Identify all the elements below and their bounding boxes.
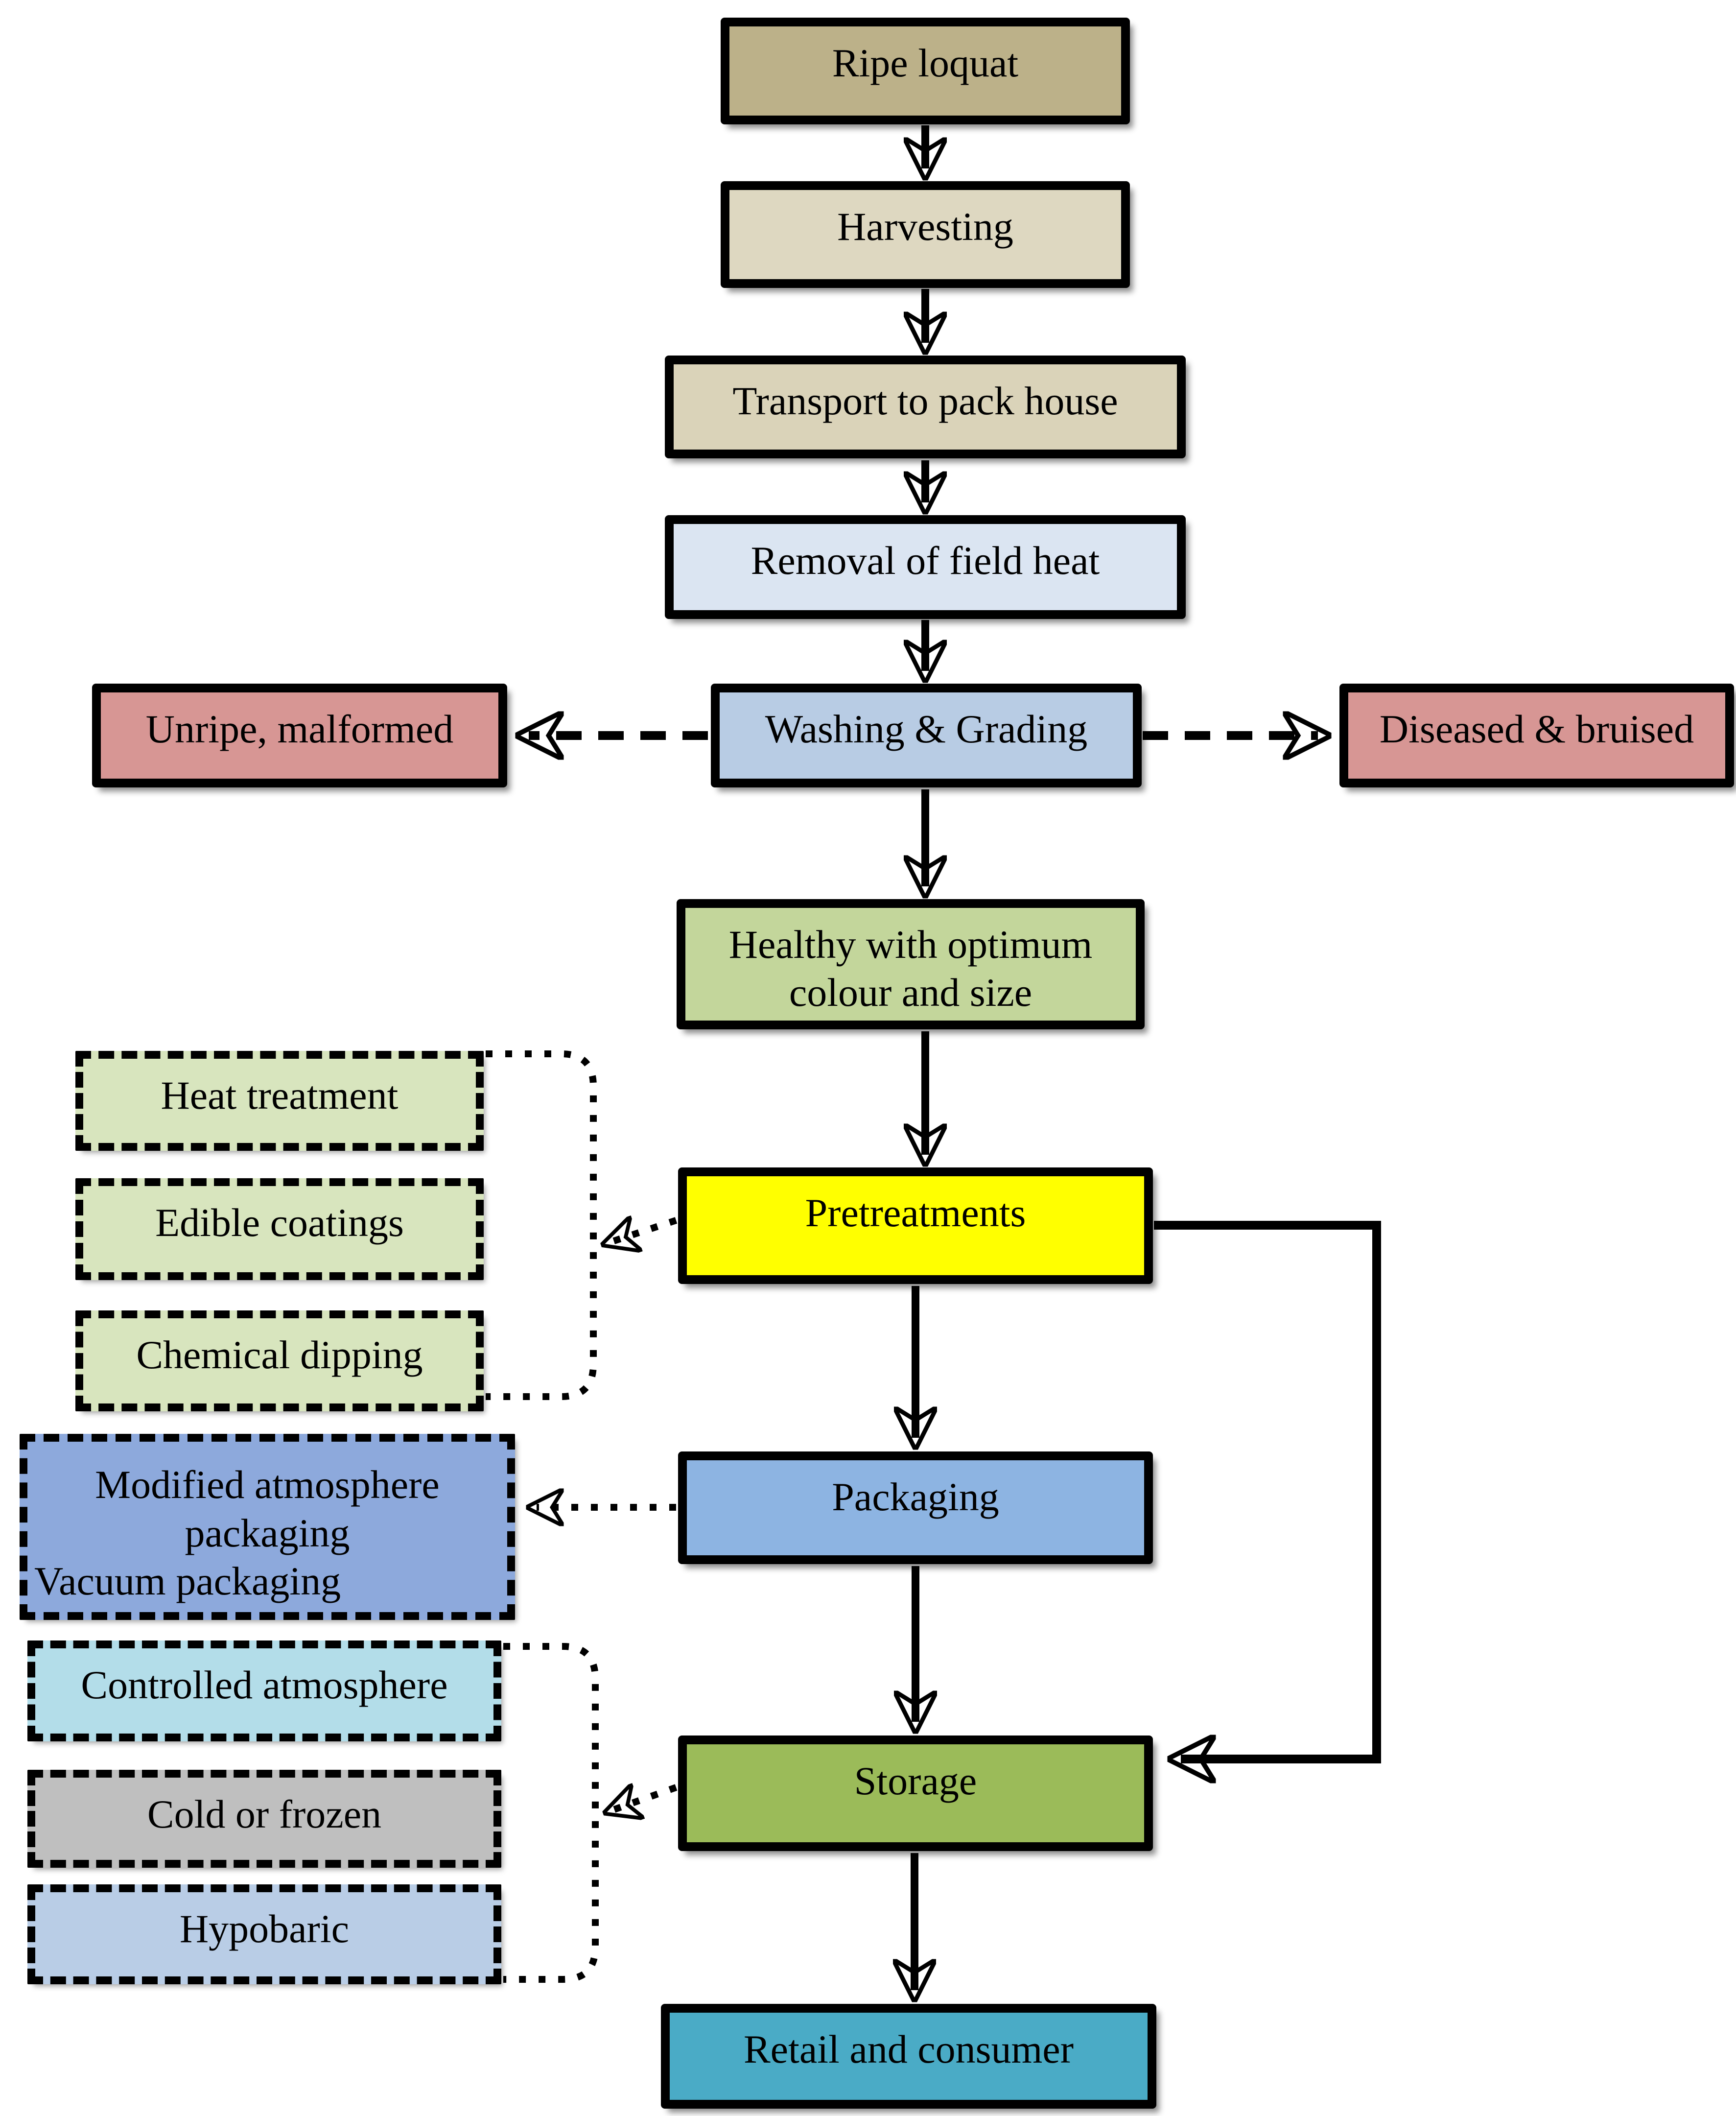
- bracket-storage-options: [503, 1643, 599, 1983]
- node-cold-frozen: Cold or frozen: [27, 1770, 501, 1868]
- node-controlled-atmosphere-label: Controlled atmosphere: [81, 1663, 448, 1707]
- node-washing-grading-label: Washing & Grading: [765, 707, 1088, 751]
- node-retail-consumer-label: Retail and consumer: [743, 2027, 1074, 2071]
- node-modified-atmosphere-line1: Modified atmosphere packaging: [95, 1462, 440, 1555]
- node-cold-frozen-label: Cold or frozen: [147, 1792, 382, 1836]
- node-chemical-dipping: Chemical dipping: [75, 1310, 484, 1411]
- arrow-pretreatments-to-storage-elbow: [1154, 1221, 1381, 1759]
- node-healthy-optimum: Healthy with optimum colour and size: [677, 899, 1145, 1029]
- node-packaging: Packaging: [678, 1451, 1153, 1564]
- node-transport: Transport to pack house: [665, 356, 1186, 458]
- node-ripe-loquat: Ripe loquat: [721, 18, 1130, 124]
- node-edible-coatings: Edible coatings: [75, 1178, 484, 1280]
- node-harvesting-label: Harvesting: [837, 204, 1013, 249]
- node-removal-field-heat: Removal of field heat: [665, 515, 1186, 619]
- node-chemical-dipping-label: Chemical dipping: [136, 1332, 423, 1377]
- node-washing-grading: Washing & Grading: [711, 684, 1142, 787]
- node-controlled-atmosphere: Controlled atmosphere: [27, 1640, 501, 1741]
- node-hypobaric: Hypobaric: [27, 1884, 501, 1984]
- node-pretreatments: Pretreatments: [678, 1167, 1153, 1284]
- node-healthy-optimum-label: Healthy with optimum colour and size: [728, 922, 1093, 1015]
- node-harvesting: Harvesting: [721, 181, 1130, 288]
- node-storage: Storage: [678, 1736, 1153, 1851]
- node-edible-coatings-label: Edible coatings: [155, 1200, 404, 1245]
- node-diseased-bruised-label: Diseased & bruised: [1379, 707, 1694, 751]
- node-modified-atmosphere: Modified atmosphere packaging Vacuum pac…: [20, 1434, 515, 1620]
- node-unripe-malformed-label: Unripe, malformed: [145, 707, 454, 751]
- arrow-pretreatments-to-options: [611, 1220, 678, 1242]
- node-heat-treatment: Heat treatment: [75, 1051, 484, 1151]
- node-ripe-loquat-label: Ripe loquat: [832, 41, 1019, 85]
- arrow-storage-to-options: [613, 1787, 678, 1810]
- node-storage-label: Storage: [854, 1759, 977, 1803]
- node-pretreatments-label: Pretreatments: [805, 1190, 1026, 1235]
- node-packaging-label: Packaging: [832, 1474, 999, 1519]
- node-diseased-bruised: Diseased & bruised: [1339, 684, 1734, 787]
- node-heat-treatment-label: Heat treatment: [161, 1073, 399, 1117]
- bracket-pretreatment-options: [486, 1050, 597, 1400]
- node-modified-atmosphere-line2: Vacuum packaging: [34, 1559, 341, 1604]
- node-retail-consumer: Retail and consumer: [661, 2004, 1156, 2109]
- node-removal-field-heat-label: Removal of field heat: [751, 538, 1100, 583]
- node-hypobaric-label: Hypobaric: [179, 1906, 350, 1951]
- node-unripe-malformed: Unripe, malformed: [92, 684, 507, 787]
- node-transport-label: Transport to pack house: [732, 379, 1118, 423]
